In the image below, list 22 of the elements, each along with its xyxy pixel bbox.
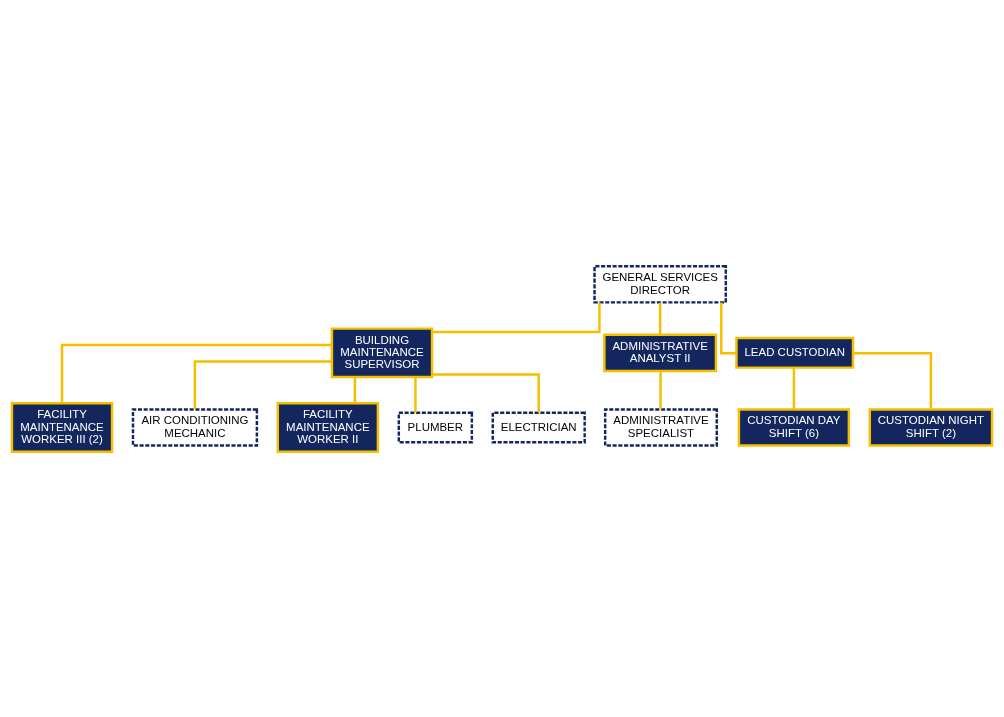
node-box: CUSTODIAN DAY SHIFT (6)	[737, 407, 851, 447]
connector	[659, 370, 662, 409]
connector	[658, 302, 662, 335]
connector	[432, 372, 540, 412]
node-box: FACILITY MAINTENANCE WORKER III (2)	[10, 401, 114, 453]
node-box: ADMINISTRATIVE SPECIALIST	[603, 407, 718, 447]
node-box: ADMINISTRATIVE ANALYST II	[603, 333, 718, 372]
node-box: FACILITY MAINTENANCE WORKER II	[276, 401, 380, 453]
node-box: ELECTRICIAN	[491, 411, 586, 443]
node-box: AIR CONDITIONING MECHANIC	[131, 407, 259, 447]
connector	[414, 376, 417, 413]
connector	[60, 343, 332, 403]
node-box: PLUMBER	[397, 411, 474, 443]
connector	[193, 359, 332, 409]
node-box: LEAD CUSTODIAN	[735, 336, 855, 369]
connector	[792, 367, 796, 409]
node-box: CUSTODIAN NIGHT SHIFT (2)	[868, 407, 994, 447]
node-box: GENERAL SERVICES DIRECTOR	[593, 264, 727, 304]
connector	[853, 351, 933, 409]
connector	[353, 376, 357, 403]
connector	[432, 302, 601, 333]
node-box: BUILDING MAINTENANCE SUPERVISOR	[330, 326, 434, 378]
